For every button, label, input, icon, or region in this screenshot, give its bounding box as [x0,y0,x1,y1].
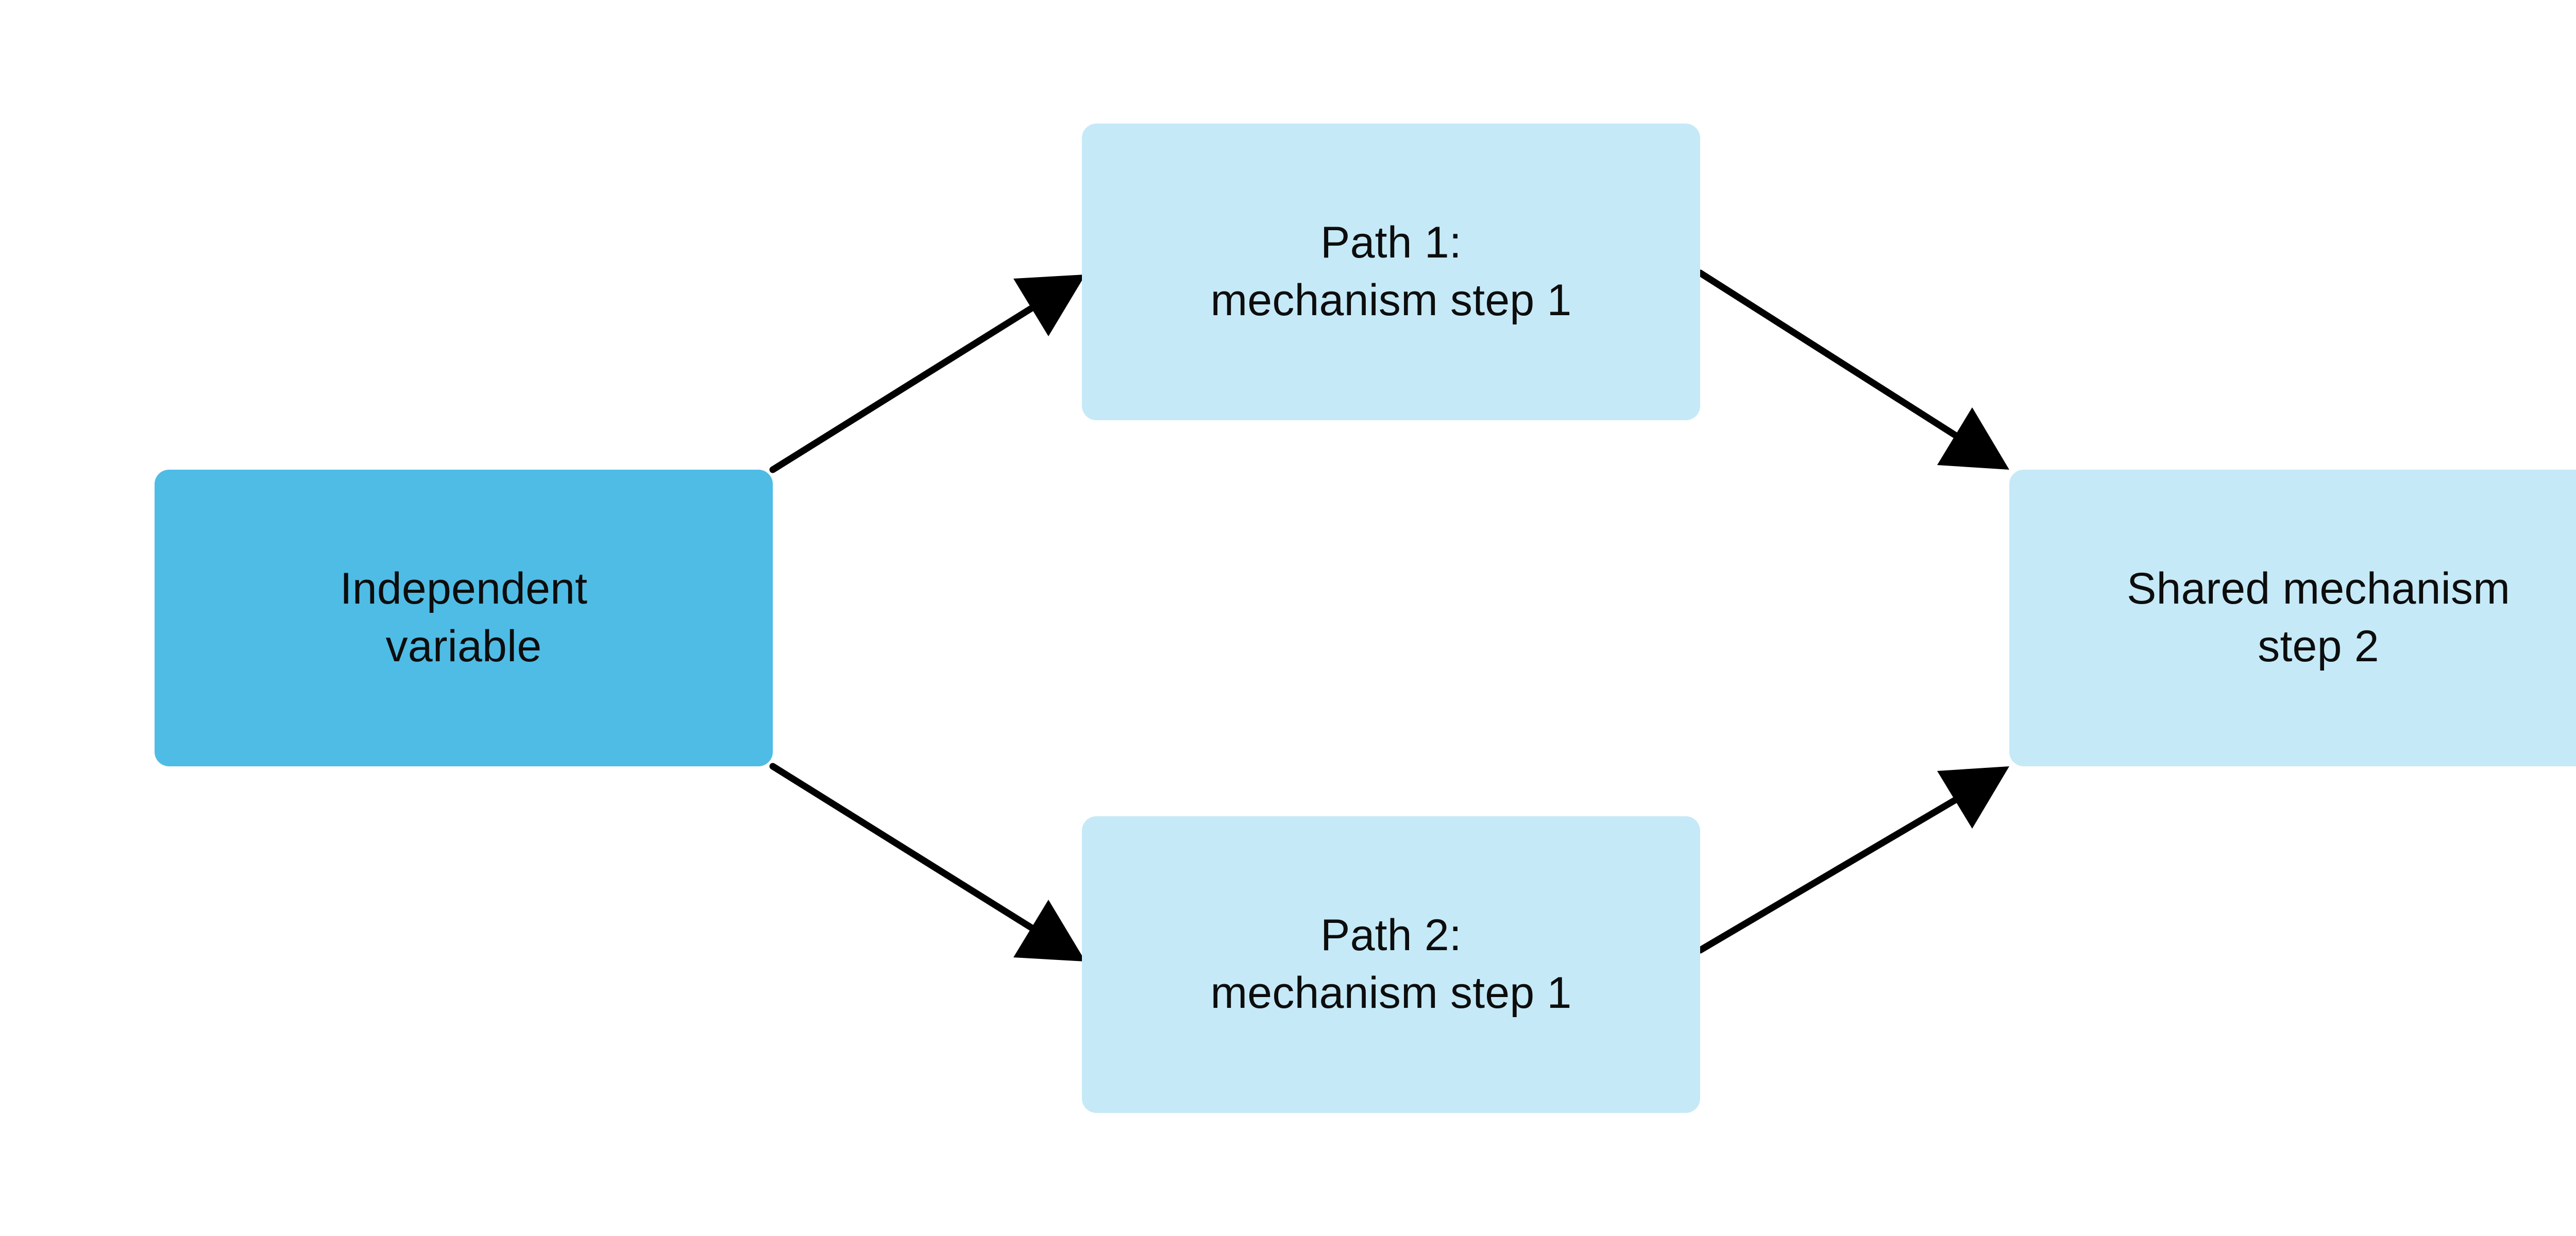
arrowhead-icon [1013,900,1086,962]
node-label: Shared mechanism step 2 [2126,564,2511,671]
edge-path1-to-shared [1697,269,2009,470]
arrowhead-icon [1013,274,1086,336]
node-label: Path 1: mechanism step 1 [1210,218,1572,325]
arrowhead-icon [1937,766,2009,829]
node-path1-mechanism-step1[interactable]: Path 1: mechanism step 1 [1082,124,1700,420]
edge-line [769,763,1052,942]
node-label: Path 2: mechanism step 1 [1210,911,1572,1018]
arrowhead-icon [1937,407,2009,470]
edge-line [769,294,1052,473]
edge-line [1697,269,1976,450]
node-label: Independent variable [340,564,588,671]
node-shared-mechanism-step2[interactable]: Shared mechanism step 2 [2009,470,2576,766]
edge-independent-to-path1 [769,274,1086,473]
edge-line [1697,786,1976,954]
edge-independent-to-path2 [769,763,1086,962]
node-path2-mechanism-step1[interactable]: Path 2: mechanism step 1 [1082,816,1700,1113]
edge-path2-to-shared [1697,766,2009,954]
node-independent-variable[interactable]: Independent variable [155,470,773,766]
